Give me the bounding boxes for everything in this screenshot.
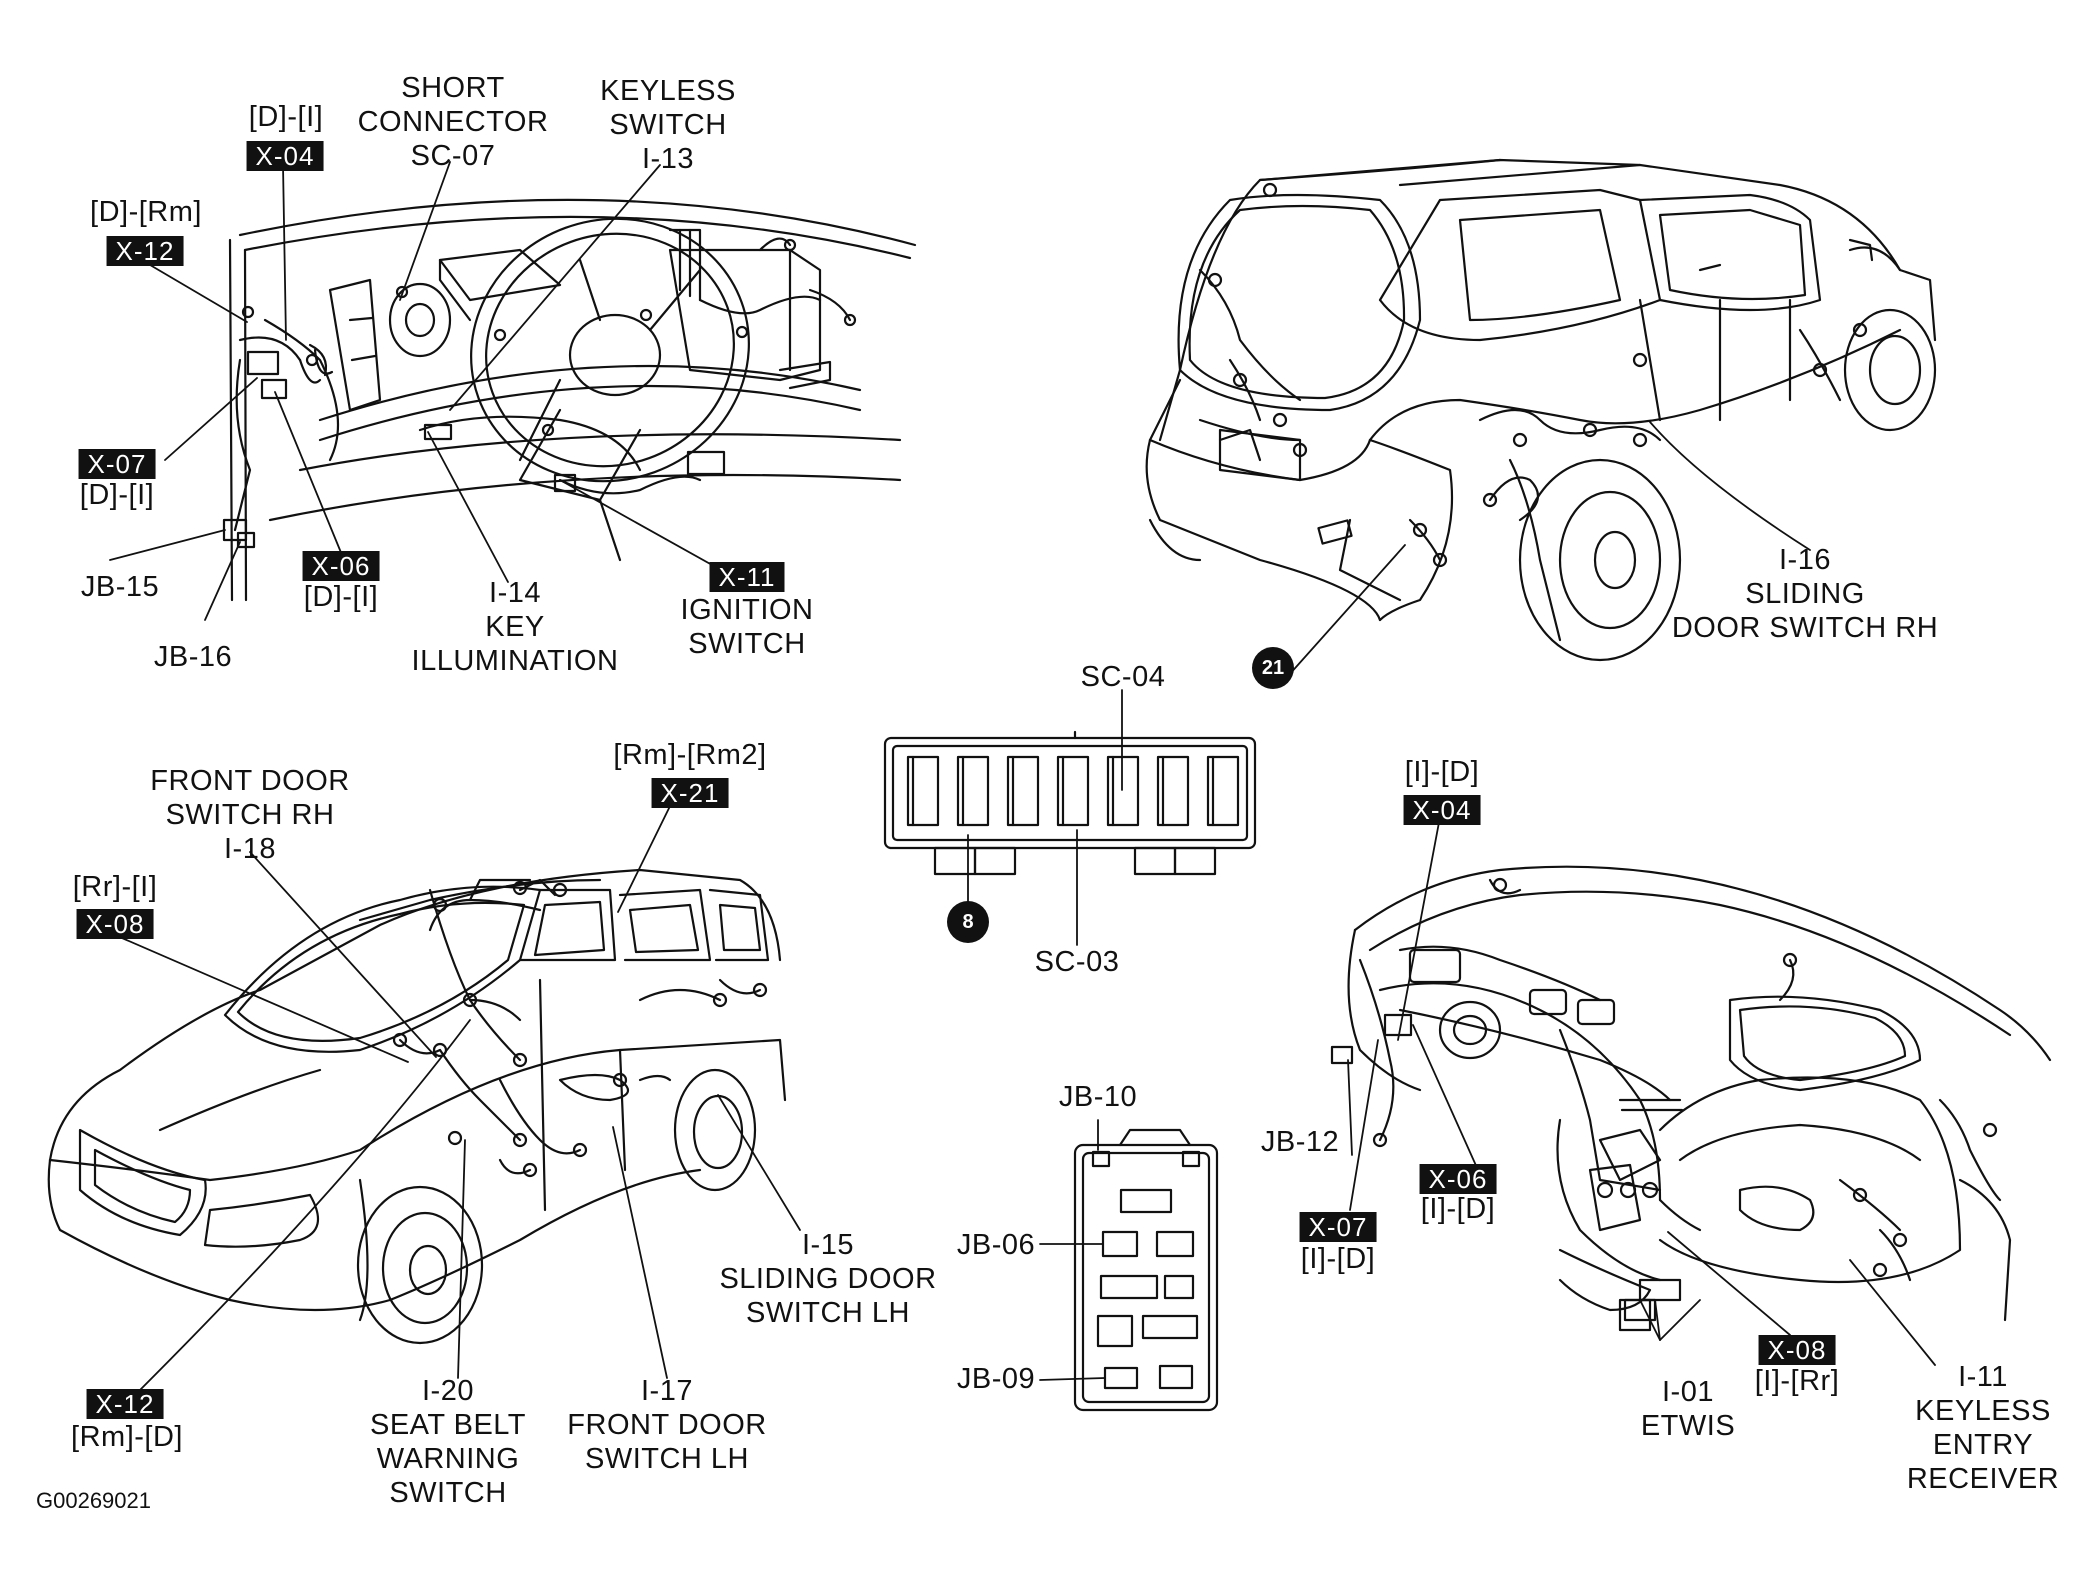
x04-right-code: X-04 [1403,795,1481,825]
keyless-switch-label: KEYLESS SWITCH I-13 [600,75,736,175]
leader-lines-junction-box [1039,1119,1106,1381]
leader-lines-top-right [1279,421,1811,686]
figure-id: G00269021 [36,1488,151,1513]
sliding-door-rh-label: I-16 SLIDING DOOR SWITCH RH [1671,544,1939,644]
marker-8: 8 [947,901,989,943]
x04-right-side-label: [I]-[D] [1404,756,1480,788]
seat-belt-warning-switch-label: I-20 SEAT BELT WARNING SWITCH [370,1375,526,1509]
x07-right-code: X-07 [1299,1212,1377,1242]
junction-box-illustration [1073,1128,1219,1412]
instrument-panel-illustration [1330,865,2052,1332]
ignition-switch-label: IGNITION SWITCH [680,594,814,660]
short-connector-block-illustration [883,730,1257,876]
jb06-label: JB-06 [956,1229,1036,1261]
leader-lines-top-left [109,161,731,621]
x06-top-side-label: [D]-[I] [303,581,379,613]
x08-right-side-label: [I]-[Rr] [1754,1365,1840,1397]
x12-top-side-label: [D]-[Rm] [90,196,202,228]
x06-right-code: X-06 [1419,1164,1497,1194]
jb09-label: JB-09 [956,1363,1036,1395]
x08-right-code: X-08 [1758,1335,1836,1365]
keyless-entry-receiver-label: I-11 KEYLESS ENTRY RECEIVER [1906,1361,2060,1495]
key-illumination-label: I-14 KEY ILLUMINATION [411,577,619,677]
jb12-label: JB-12 [1260,1126,1340,1158]
x06-right-side-label: [I]-[D] [1420,1193,1496,1225]
sliding-door-switch-lh-label: I-15 SLIDING DOOR SWITCH LH [719,1229,937,1329]
x08-left-code: X-08 [76,909,154,939]
x11-code: X-11 [709,562,785,592]
jb10-label: JB-10 [1058,1081,1138,1113]
etwis-label: I-01 ETWIS [1640,1376,1736,1442]
leader-lines-bottom-left [114,799,801,1391]
jb16-label: JB-16 [153,641,233,673]
short-connector-label: SHORT CONNECTOR SC-07 [357,72,549,172]
x07-top-code: X-07 [78,449,156,479]
marker-21: 21 [1252,647,1294,689]
front-door-switch-lh-label: I-17 FRONT DOOR SWITCH LH [567,1375,767,1475]
leader-lines-center [967,689,1123,946]
x04-top-side-label: [D]-[I] [248,101,324,133]
sc03-label: SC-03 [1034,946,1120,978]
sc04-label: SC-04 [1080,661,1166,693]
x12-top-code: X-12 [106,236,184,266]
leader-lines-bottom-right [1347,816,1936,1366]
van-rear-view-illustration [1145,158,1937,662]
van-front-view-illustration [47,868,787,1345]
x21-side-label: [Rm]-[Rm2] [613,739,767,771]
dashboard-steering-illustration [222,198,917,602]
front-door-switch-rh-label: FRONT DOOR SWITCH RH I-18 [150,765,350,865]
x07-top-side-label: [D]-[I] [79,479,155,511]
x12-bottom-side-label: [Rm]-[D] [71,1421,183,1453]
x04-top-code: X-04 [246,141,324,171]
jb15-label: JB-15 [80,571,160,603]
x06-top-code: X-06 [302,551,380,581]
x12-bottom-code: X-12 [86,1389,164,1419]
connector-slots [906,755,1240,827]
x08-left-side-label: [Rr]-[I] [72,871,158,903]
x21-code: X-21 [651,778,729,808]
x07-right-side-label: [I]-[D] [1300,1243,1376,1275]
